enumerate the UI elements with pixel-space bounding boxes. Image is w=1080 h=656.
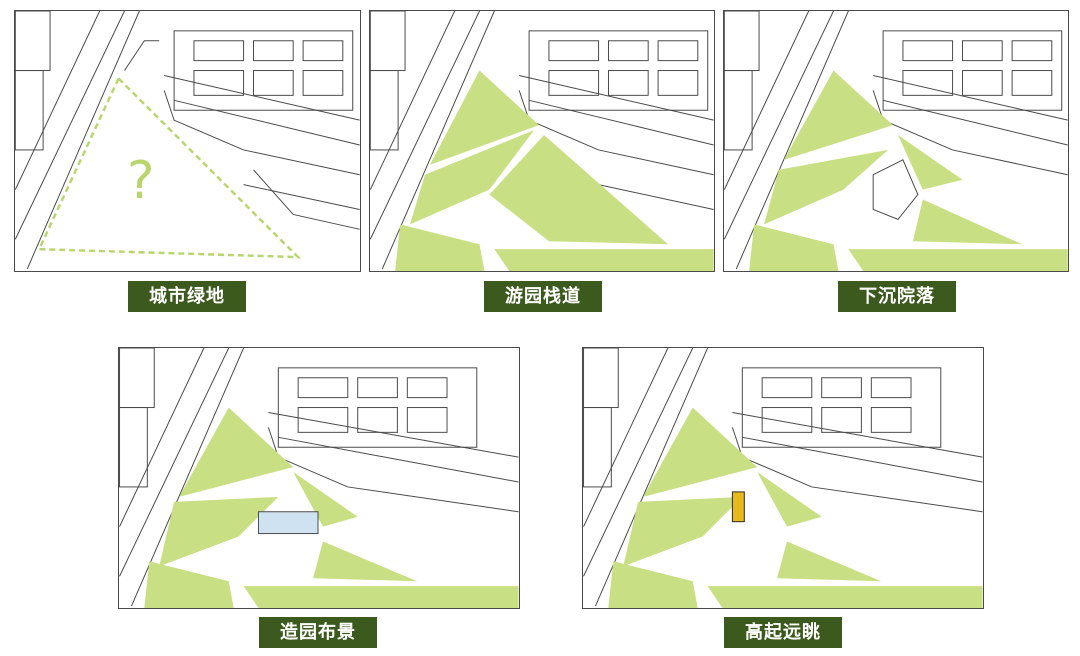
site-plan-2 (370, 11, 714, 271)
site-plan-1 (15, 11, 360, 270)
green-areas-5 (608, 407, 983, 608)
panel-label-4: 造园布景 (259, 617, 377, 648)
panel-label-2: 游园栈道 (484, 281, 602, 312)
site-plan-5 (583, 348, 983, 608)
panel-label-3: 下沉院落 (838, 281, 956, 312)
diagram-panel-5 (582, 347, 984, 609)
diagram-panel-4 (118, 347, 520, 609)
panel-label-5: 高起远眺 (724, 617, 842, 648)
question-mark: ? (127, 151, 155, 211)
diagram-panel-3 (723, 10, 1069, 272)
tower-marker (731, 491, 745, 523)
site-plan-4 (119, 348, 519, 608)
panel-label-1: 城市绿地 (128, 281, 246, 312)
green-areas-2 (395, 70, 714, 271)
site-plan-3 (724, 11, 1068, 271)
diagram-panel-2 (369, 10, 715, 272)
green-areas-3 (749, 70, 1068, 271)
green-areas-4 (144, 407, 519, 608)
diagram-panel-1: ? (14, 10, 361, 272)
